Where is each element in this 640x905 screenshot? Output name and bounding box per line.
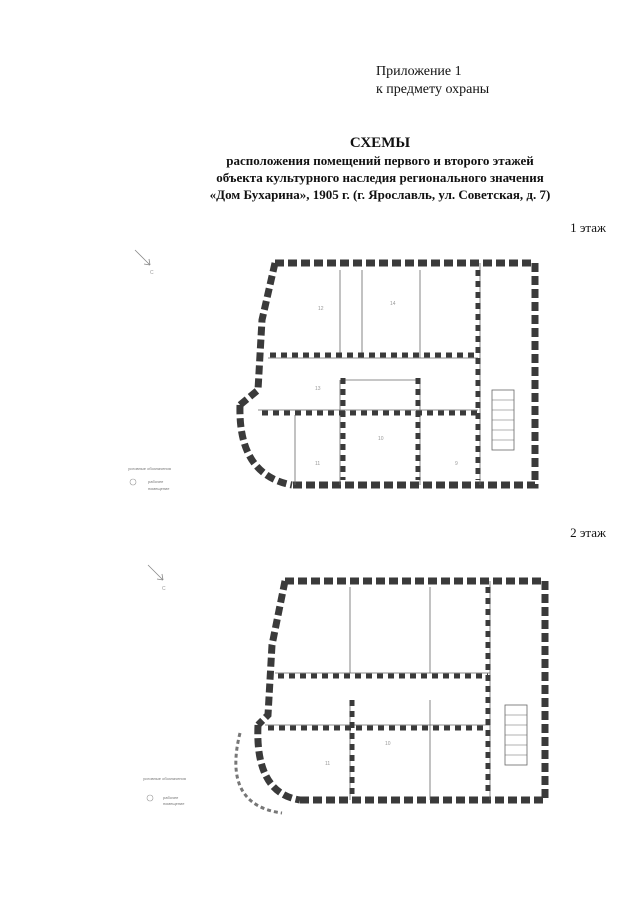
svg-text:13: 13 <box>315 386 321 392</box>
north-arrow-icon <box>147 564 164 581</box>
title-line-3: «Дом Бухарина», 1905 г. (г. Ярославль, у… <box>209 187 551 202</box>
floor-1-label: 1 этаж <box>570 220 606 235</box>
title-line-1: расположения помещений первого и второго… <box>226 153 534 168</box>
annex-number: Приложение 1 <box>376 64 462 79</box>
title-heading: СХЕМЫ <box>349 135 411 151</box>
annex-note: Приложение 1 к предмету охраны <box>376 63 489 99</box>
floor-2-label: 2 этаж <box>570 525 606 540</box>
svg-text:10: 10 <box>385 741 391 747</box>
svg-text:9: 9 <box>455 461 458 467</box>
svg-text:помещение: помещение <box>163 801 185 806</box>
document-title: СХЕМЫ расположения помещений первого и в… <box>120 134 640 203</box>
svg-text:условные обозначения: условные обозначения <box>143 776 186 781</box>
svg-text:С: С <box>150 270 154 276</box>
svg-text:рабочее: рабочее <box>148 479 164 484</box>
svg-text:10: 10 <box>378 436 384 442</box>
title-line-2: объекта культурного наследия регионально… <box>216 170 544 185</box>
svg-text:помещение: помещение <box>148 486 170 491</box>
svg-text:12: 12 <box>318 306 324 312</box>
north-arrow-icon <box>134 249 151 266</box>
svg-text:условные обозначения: условные обозначения <box>128 466 171 471</box>
svg-text:рабочее: рабочее <box>163 795 179 800</box>
annex-subject: к предмету охраны <box>376 82 490 97</box>
svg-text:11: 11 <box>315 461 320 467</box>
svg-text:С: С <box>162 586 166 592</box>
floor-1-plan: С <box>0 230 640 500</box>
floor-2-plan: С 10 11 ус <box>0 555 640 835</box>
svg-text:14: 14 <box>390 301 396 307</box>
svg-text:11: 11 <box>325 761 330 767</box>
